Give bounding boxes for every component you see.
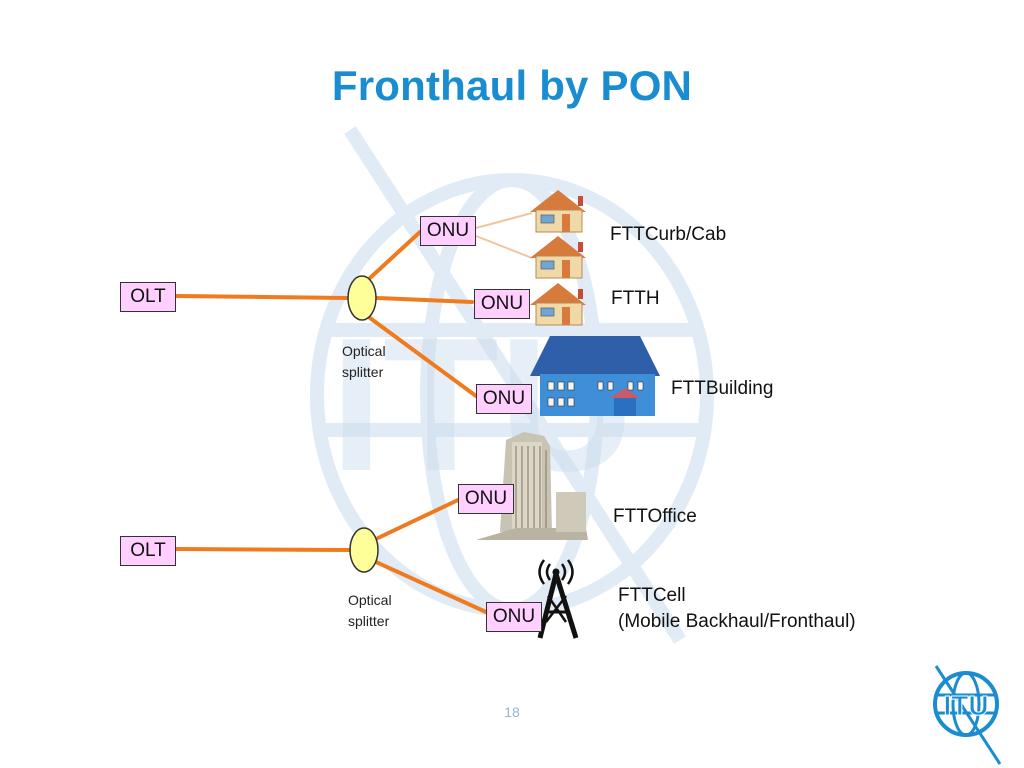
- splitter-caption-line: Optical: [348, 592, 392, 608]
- fiber-to-office: [376, 498, 460, 540]
- fiber-to-building: [368, 316, 478, 398]
- fiber-to-home: [375, 296, 474, 304]
- itu-logo-text: ITU: [943, 690, 988, 721]
- label-ftth: FTTH: [611, 288, 660, 309]
- fiber-olt-bottom: [174, 547, 352, 552]
- splitter-caption-line: splitter: [342, 364, 384, 380]
- splitter-caption-bottom: Optical splitter: [348, 590, 392, 632]
- olt-node-top: OLT: [120, 282, 176, 312]
- office-tower-icon: [476, 432, 588, 540]
- olt-node-bottom: OLT: [120, 536, 176, 566]
- page-number: 18: [504, 704, 520, 720]
- house-icon-curb-2: [530, 236, 586, 279]
- onu-node-cell: ONU: [486, 602, 542, 632]
- onu-node-curb: ONU: [420, 216, 476, 246]
- onu-node-office: ONU: [458, 484, 514, 514]
- onu-node-home: ONU: [474, 289, 530, 319]
- label-fttcurb: FTTCurb/Cab: [610, 224, 727, 245]
- optical-splitter-bottom: [349, 527, 379, 573]
- page-title: Fronthaul by PON: [331, 62, 693, 109]
- fiber-to-curb: [368, 230, 422, 280]
- fiber-to-cell: [374, 560, 488, 614]
- fiber-olt-top: [174, 294, 350, 300]
- building-icon: [530, 336, 660, 416]
- label-fttcell: FTTCell: [618, 585, 686, 606]
- splitter-caption-line: Optical: [342, 343, 386, 359]
- house-icon-curb-1: [530, 190, 586, 233]
- label-fttcell-sub: (Mobile Backhaul/Fronthaul): [618, 611, 856, 632]
- splitter-caption-top: Optical splitter: [342, 341, 386, 383]
- label-fttoffice: FTTOffice: [613, 506, 697, 527]
- house-icon-home: [530, 283, 586, 326]
- cell-tower-icon: [537, 559, 579, 639]
- onu-node-building: ONU: [476, 384, 532, 414]
- optical-splitter-top: [347, 275, 377, 321]
- splitter-caption-line: splitter: [348, 613, 390, 629]
- label-fttbuilding: FTTBuilding: [671, 378, 774, 399]
